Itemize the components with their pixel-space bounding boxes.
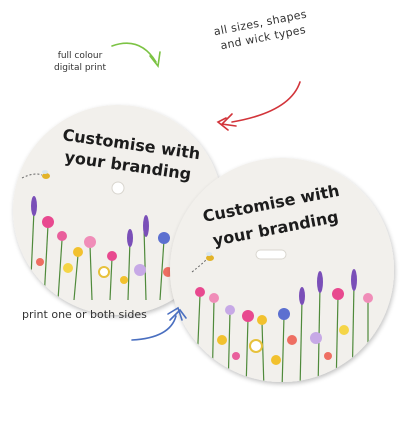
annotation-full-colour: full colour digital print: [30, 50, 130, 74]
annotation-colour-line2: digital print: [54, 63, 106, 73]
wick-slot: [255, 249, 287, 260]
wildflower-meadow-right: [195, 269, 373, 382]
bee-icon: [191, 252, 214, 273]
green-arrow-icon: [111, 42, 161, 68]
annotation-colour-line1: full colour: [57, 51, 103, 61]
bee-icon: [21, 170, 50, 179]
blue-arrow-icon: [131, 306, 187, 341]
red-arrow-icon: [216, 81, 301, 131]
annotation-print-sides: print one or both sides: [22, 308, 147, 321]
seed-tag-slot-hole: Customise with your branding: [170, 158, 394, 382]
round-hole: [111, 181, 125, 195]
